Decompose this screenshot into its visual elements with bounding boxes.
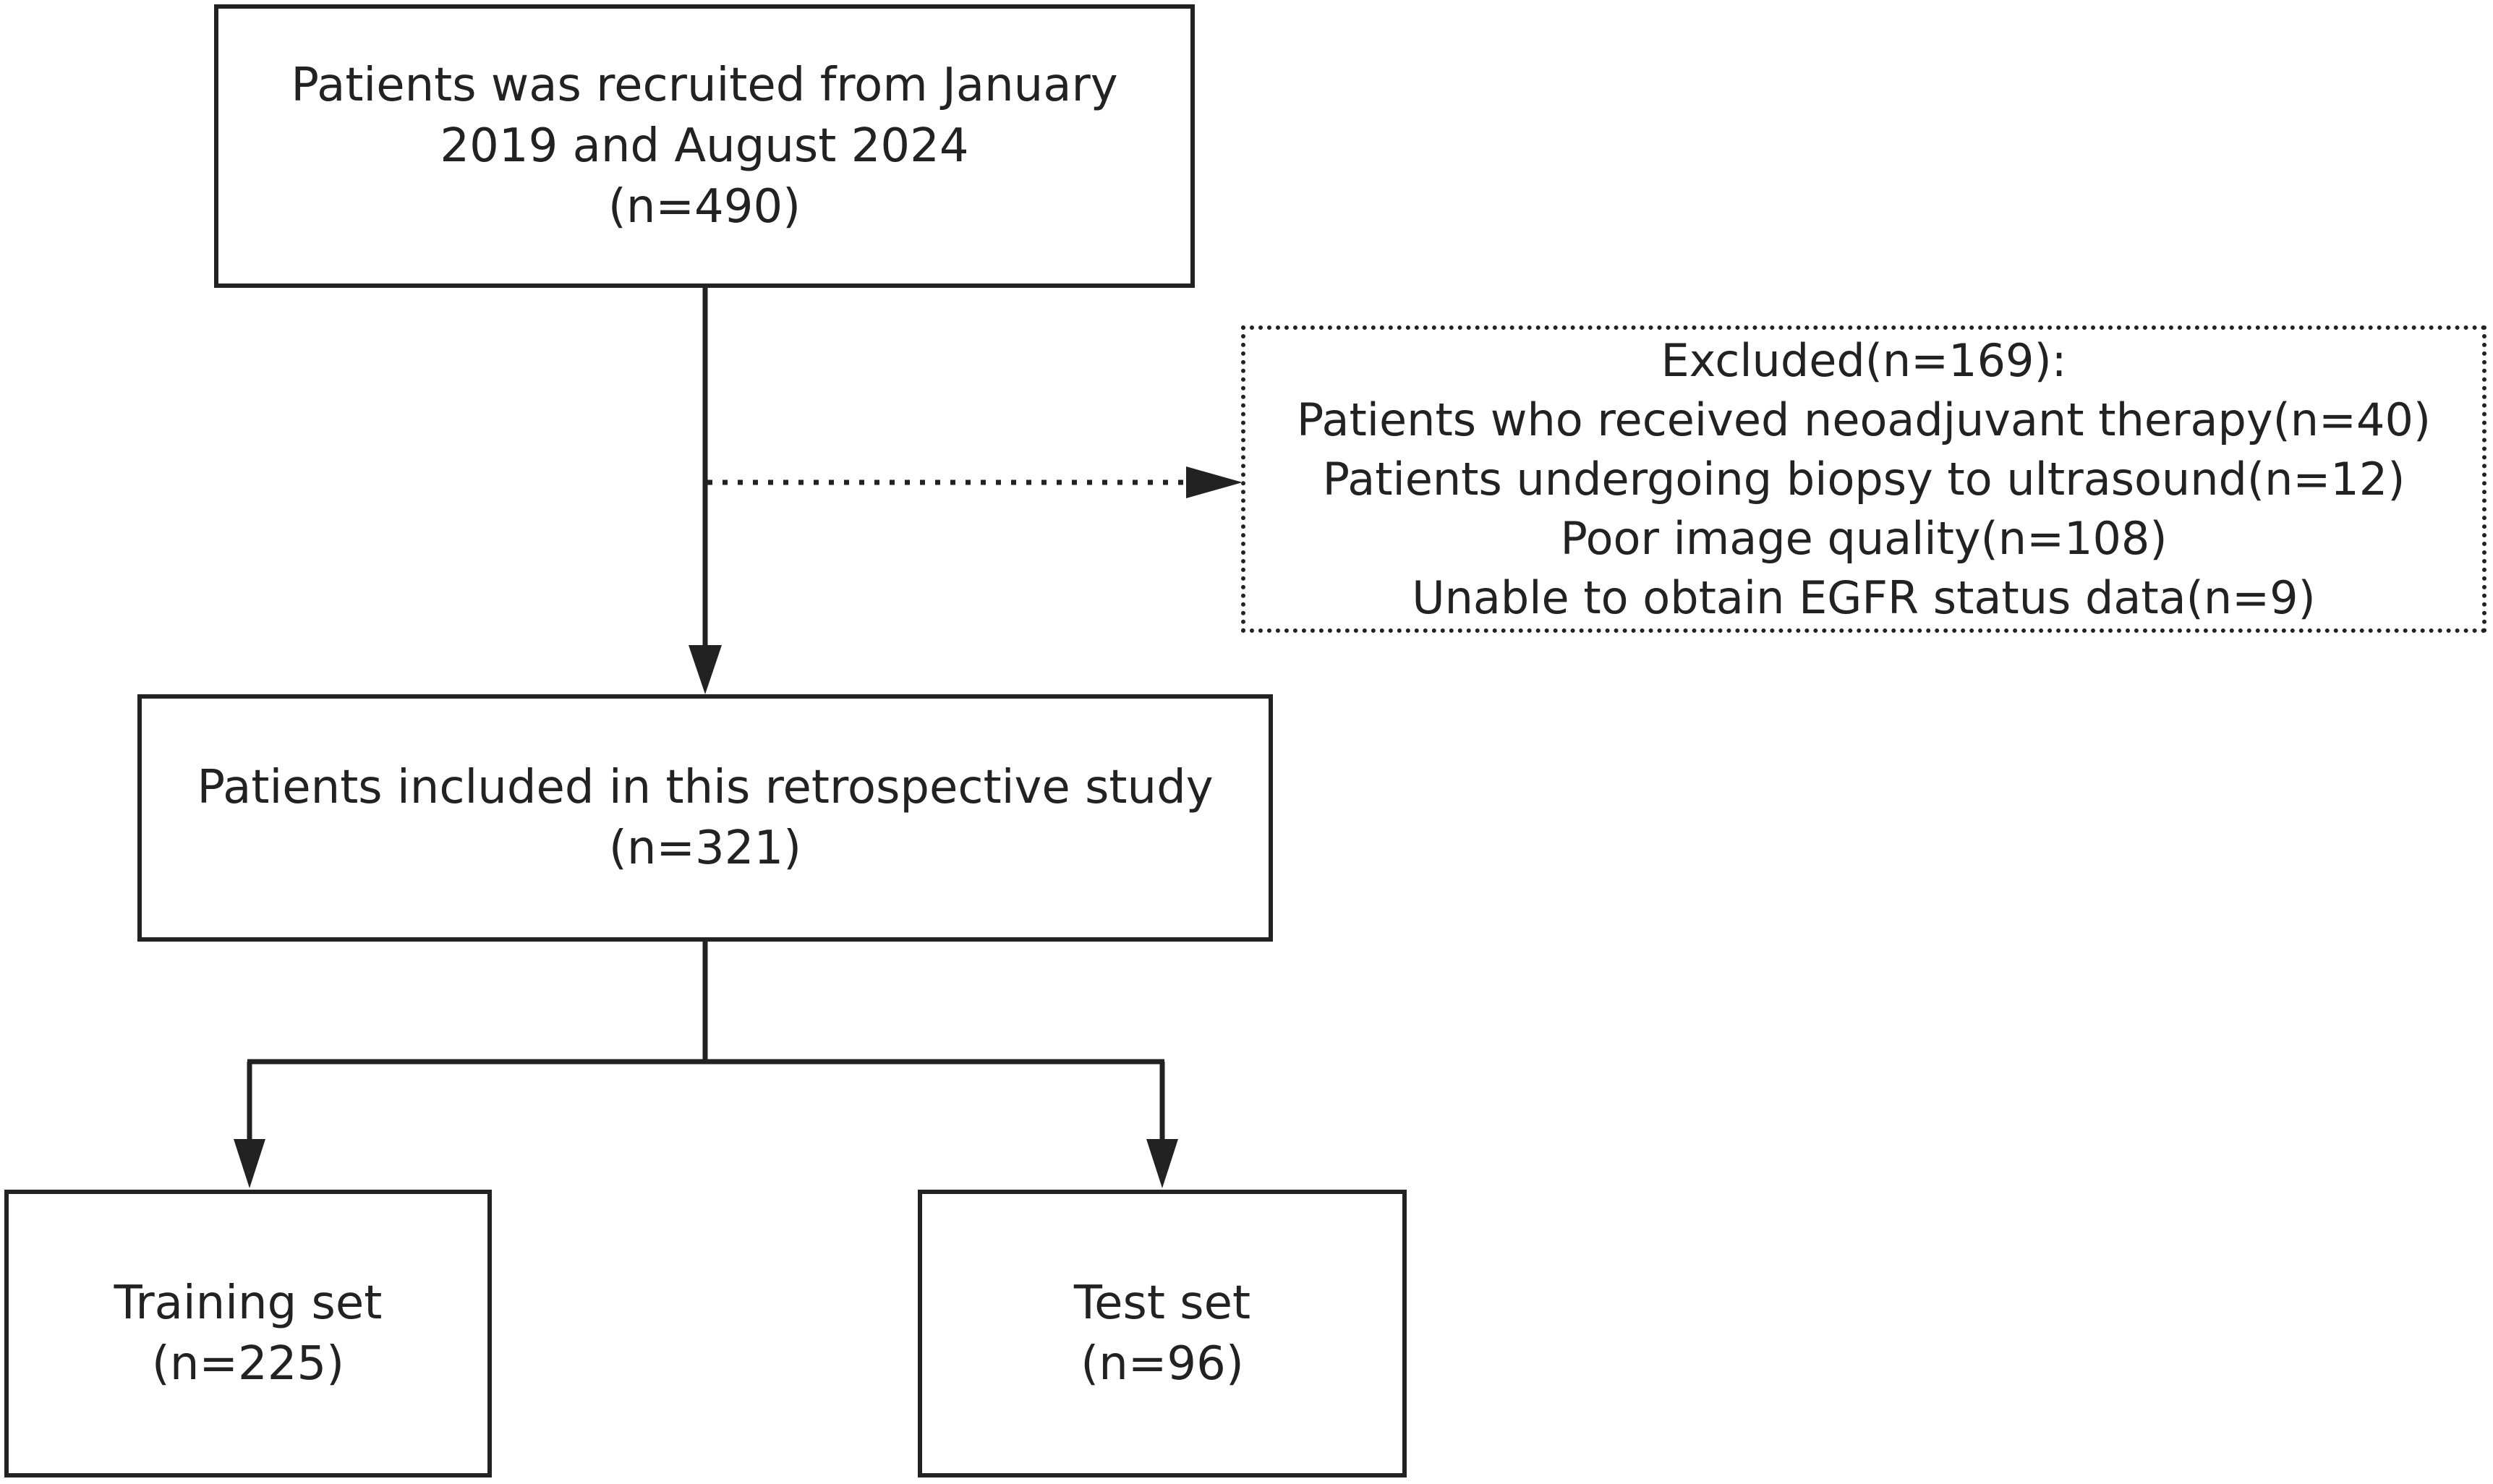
- training-arrowhead: [234, 1139, 265, 1188]
- recruited-text-line-1: Patients was recruited from January: [291, 59, 1118, 112]
- training-set-count: (n=225): [151, 1337, 345, 1391]
- test-arrowhead: [1146, 1139, 1178, 1188]
- excluded-reason-image-quality: Poor image quality(n=108): [1560, 511, 2168, 565]
- test-set-count: (n=96): [1081, 1337, 1244, 1391]
- exclusion-arrowhead: [1186, 466, 1243, 498]
- recruited-text-line-2: 2019 and August 2024: [440, 119, 969, 173]
- included-count: (n=321): [608, 822, 802, 875]
- training-set-box: Training set (n=225): [4, 1190, 492, 1477]
- test-set-box: Test set (n=96): [918, 1190, 1407, 1477]
- included-box: Patients included in this retrospective …: [137, 694, 1273, 942]
- excluded-reason-biopsy: Patients undergoing biopsy to ultrasound…: [1322, 452, 2405, 506]
- training-set-label: Training set: [114, 1276, 383, 1330]
- excluded-reason-neoadjuvant: Patients who received neoadjuvant therap…: [1296, 393, 2432, 446]
- excluded-box: Excluded(n=169): Patients who received n…: [1241, 325, 2486, 633]
- excluded-title: Excluded(n=169):: [1661, 333, 2067, 387]
- recruited-count: (n=490): [608, 180, 801, 234]
- excluded-reason-egfr: Unable to obtain EGFR status data(n=9): [1412, 571, 2316, 624]
- included-text: Patients included in this retrospective …: [197, 761, 1214, 814]
- recruited-box: Patients was recruited from January 2019…: [214, 4, 1195, 288]
- test-set-label: Test set: [1073, 1276, 1251, 1330]
- main-flow-arrowhead: [689, 645, 722, 694]
